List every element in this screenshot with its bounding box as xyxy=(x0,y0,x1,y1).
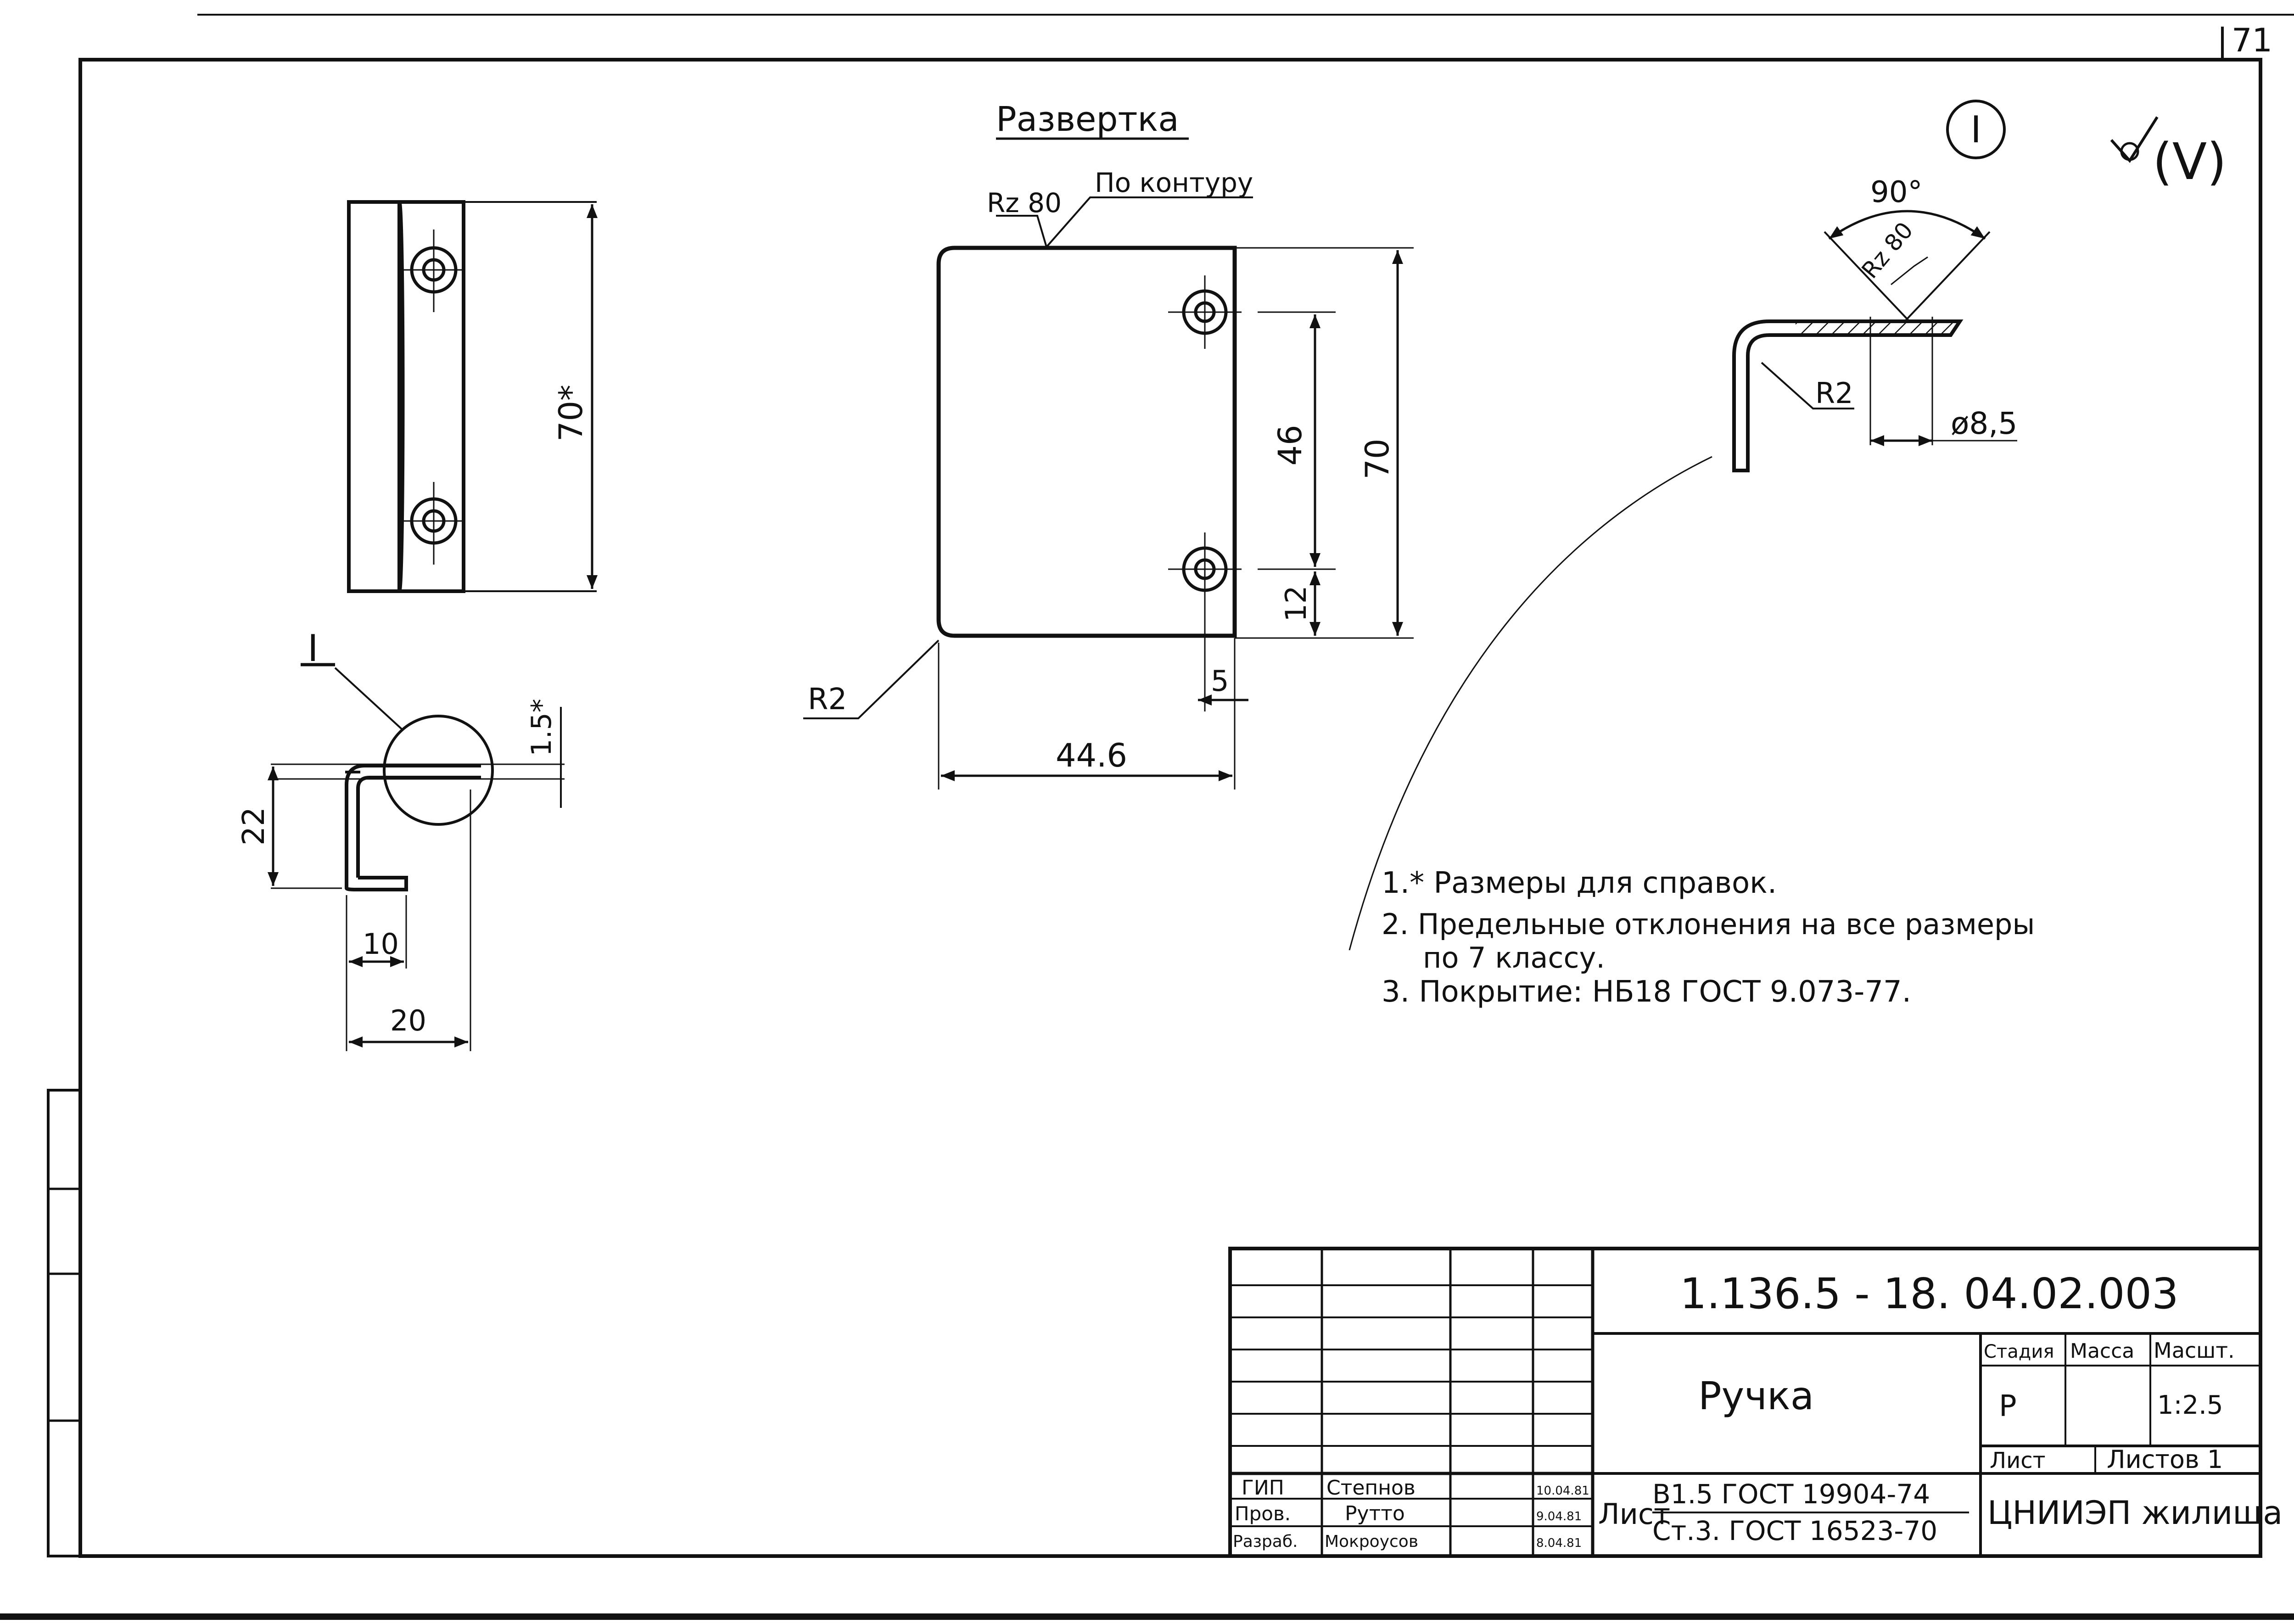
sheet-label: Лист xyxy=(1990,1448,2046,1473)
angle-90: 90° xyxy=(1870,175,1922,209)
part-name: Ручка xyxy=(1698,1373,1814,1418)
name-gip: Степнов xyxy=(1326,1476,1416,1500)
mass-label: Масса xyxy=(2070,1339,2134,1363)
roughness-rz80: Rz 80 xyxy=(987,187,1062,218)
page-number: 71 xyxy=(2232,22,2272,59)
leader-curve xyxy=(1348,456,1712,951)
scale-value: 1:2.5 xyxy=(2157,1390,2223,1420)
date-prov: 9.04.81 xyxy=(1536,1510,1582,1523)
detail-radius: R2 xyxy=(1815,376,1853,410)
detail-callout-label: I xyxy=(308,627,319,670)
sheets-label: Листов 1 xyxy=(2107,1445,2223,1474)
hole-diameter: ø8,5 xyxy=(1951,406,2017,441)
date-gip: 10.04.81 xyxy=(1536,1484,1589,1498)
dim-70: 70 xyxy=(1359,438,1396,479)
org-name: ЦНИИЭП жилища xyxy=(1987,1494,2283,1532)
radius-r2: R2 xyxy=(808,683,847,717)
hole-icon xyxy=(399,482,464,565)
detail-roughness: Rz 80 xyxy=(1857,217,1919,284)
dim-12: 12 xyxy=(1279,586,1313,622)
name-prov: Рутто xyxy=(1345,1502,1405,1525)
unfold-title: Развертка xyxy=(996,100,1179,139)
note-2-cont: по 7 классу. xyxy=(1423,941,1605,974)
roughness-symbol-text: (V) xyxy=(2153,132,2227,191)
title-block xyxy=(1228,1247,2262,1558)
dim-70-ref: 70* xyxy=(552,385,590,442)
stage-label: Стадия xyxy=(1984,1341,2054,1362)
unfold-view xyxy=(803,196,1414,790)
material-line-1: B1.5 ГОСТ 19904-74 xyxy=(1652,1478,1930,1510)
role-razrab: Разраб. xyxy=(1233,1532,1298,1551)
hole-icon xyxy=(1168,532,1242,606)
hole-icon xyxy=(1168,275,1242,349)
detail-marker-label: I xyxy=(1970,108,1981,151)
name-razrab: Мокроусов xyxy=(1325,1532,1418,1551)
note-3: 3. Покрытие: НБ18 ГОСТ 9.073-77. xyxy=(1382,975,1911,1009)
dim-1-5: 1.5* xyxy=(526,699,558,756)
dim-44-6: 44.6 xyxy=(1056,737,1127,774)
dim-10: 10 xyxy=(363,927,399,961)
detail-marker xyxy=(1946,100,2006,159)
scale-label: Масшт. xyxy=(2154,1338,2235,1363)
dim-20: 20 xyxy=(390,1004,426,1037)
material-label: Лист xyxy=(1598,1497,1670,1531)
dim-5: 5 xyxy=(1211,664,1229,698)
detail-view xyxy=(1732,210,2017,472)
date-razrab: 8.04.81 xyxy=(1536,1536,1582,1550)
side-view xyxy=(268,663,565,1051)
contour-note: По контуру xyxy=(1095,167,1253,198)
dim-22: 22 xyxy=(236,807,271,846)
roughness-icon xyxy=(2110,116,2159,163)
dim-46: 46 xyxy=(1271,425,1309,465)
role-prov: Пров. xyxy=(1235,1502,1291,1525)
note-2: 2. Предельные отклонения на все размеры xyxy=(1382,907,2035,941)
stage-value: Р xyxy=(1999,1389,2017,1423)
note-1: 1.* Размеры для справок. xyxy=(1382,866,1777,900)
frame xyxy=(0,14,2294,1620)
front-view xyxy=(347,200,598,593)
role-gip: ГИП xyxy=(1242,1476,1284,1500)
hole-icon xyxy=(399,230,464,312)
material-line-2: Ст.3. ГОСТ 16523-70 xyxy=(1652,1515,1937,1546)
doc-code: 1.136.5 - 18. 04.02.003 xyxy=(1680,1269,2179,1318)
